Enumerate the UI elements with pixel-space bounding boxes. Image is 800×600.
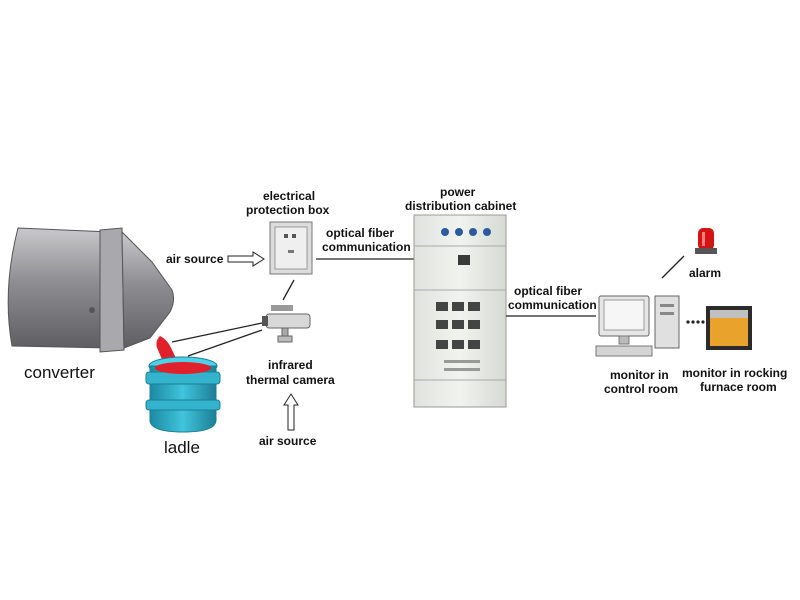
rocking-monitor-label-line1: monitor in rocking <box>682 366 788 380</box>
alarm-label: alarm <box>689 266 722 280</box>
converter-label: converter <box>24 363 95 382</box>
fiber1-label-line1: optical fiber <box>326 226 395 240</box>
rocking-monitor-label-line2: furnace room <box>700 380 777 394</box>
control-monitor-label-line1: monitor in <box>610 368 669 382</box>
converter-vessel <box>7 227 175 353</box>
ladle-label: ladle <box>164 438 200 457</box>
connection-dots <box>686 320 705 324</box>
cabinet-label-line1: power <box>440 185 476 199</box>
electrical-box-label-line2: protection box <box>246 203 330 217</box>
air-source-arrow-right <box>227 251 265 267</box>
electrical-box-label-line1: electrical <box>263 189 316 203</box>
infrared-thermal-camera <box>262 305 311 343</box>
air-source-arrow-up <box>283 393 299 431</box>
cabinet-label-line2: distribution cabinet <box>405 199 517 213</box>
control-monitor-label-line2: control room <box>604 382 678 396</box>
fiber2-label-line2: communication <box>508 298 597 312</box>
power-distribution-cabinet <box>413 214 507 408</box>
ladle-vessel <box>145 356 221 433</box>
camera-label-line1: infrared <box>268 358 313 372</box>
fiber1-label-line2: communication <box>322 240 411 254</box>
rocking-furnace-monitor <box>706 306 752 350</box>
alarm-connection-line <box>661 255 685 279</box>
electrical-protection-box <box>269 221 313 275</box>
camera-label-line2: thermal camera <box>246 373 335 387</box>
control-room-computer <box>595 295 680 357</box>
alarm-beacon <box>695 228 717 254</box>
air-source-label-left: air source <box>166 252 224 266</box>
air-source-label-bottom: air source <box>259 434 317 448</box>
fiber2-label-line1: optical fiber <box>514 284 583 298</box>
